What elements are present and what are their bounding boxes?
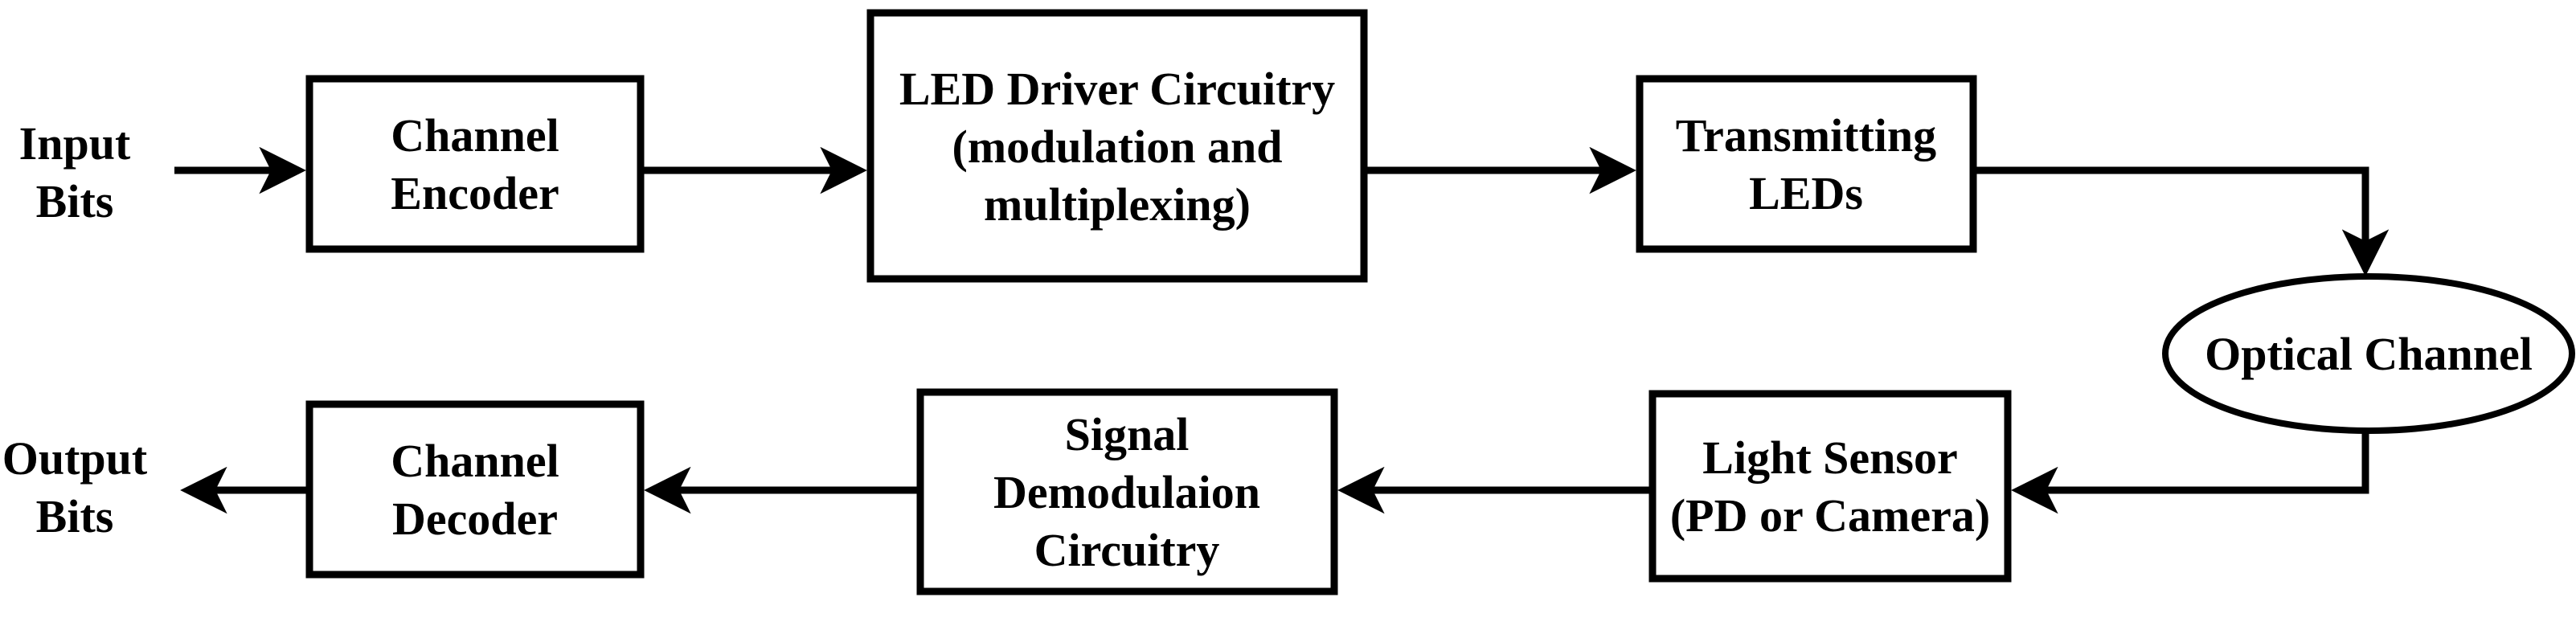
led-driver-line-3: multiplexing) xyxy=(984,178,1251,231)
channel-decoder-line-1: Channel xyxy=(391,435,559,487)
arrow-transmitting-leds-to-optical-channel xyxy=(1973,166,2390,276)
arrow-optical-channel-to-light-sensor xyxy=(2011,431,2369,514)
signal-demodulation-line-1: Signal xyxy=(1065,408,1190,460)
channel-encoder-line-2: Encoder xyxy=(391,167,559,219)
light-sensor-box xyxy=(1648,390,2012,583)
transmitting-leds-label: Transmitting LEDs xyxy=(1676,109,1936,219)
signal-demodulation-line-2: Demodulaion xyxy=(993,466,1260,518)
transmitting-leds-line-2: LEDs xyxy=(1749,167,1863,219)
channel-encoder-line-1: Channel xyxy=(391,109,559,162)
channel-decoder-box xyxy=(305,400,645,579)
signal-demodulation-box xyxy=(916,388,1338,595)
led-driver-line-2: (modulation and xyxy=(952,121,1283,173)
input-bits-line-1: Input xyxy=(19,117,131,170)
input-bits-label: Input Bits xyxy=(19,117,131,227)
channel-decoder-line-2: Decoder xyxy=(392,493,558,545)
channel-decoder-label: Channel Decoder xyxy=(391,435,559,545)
transmitting-leds-line-1: Transmitting xyxy=(1676,109,1936,162)
channel-encoder-label: Channel Encoder xyxy=(391,109,559,219)
signal-demodulation-label: Signal Demodulaion Circuitry xyxy=(993,408,1260,576)
led-driver-label: LED Driver Circuitry (modulation and mul… xyxy=(899,63,1335,231)
led-driver-line-1: LED Driver Circuitry xyxy=(899,63,1335,115)
output-bits-label: Output Bits xyxy=(2,432,148,542)
channel-encoder-box xyxy=(305,75,645,253)
light-sensor-line-1: Light Sensor xyxy=(1702,432,1957,484)
input-bits-line-2: Bits xyxy=(36,175,114,227)
light-sensor-label: Light Sensor (PD or Camera) xyxy=(1670,432,1990,542)
light-sensor-line-2: (PD or Camera) xyxy=(1670,489,1990,542)
output-bits-line-2: Bits xyxy=(36,490,114,542)
output-bits-line-1: Output xyxy=(2,432,148,485)
transmitting-leds-box xyxy=(1636,75,1977,253)
signal-demodulation-line-3: Circuitry xyxy=(1034,524,1220,576)
led-driver-box xyxy=(866,9,1368,283)
optical-channel-label: Optical Channel xyxy=(2205,328,2533,380)
